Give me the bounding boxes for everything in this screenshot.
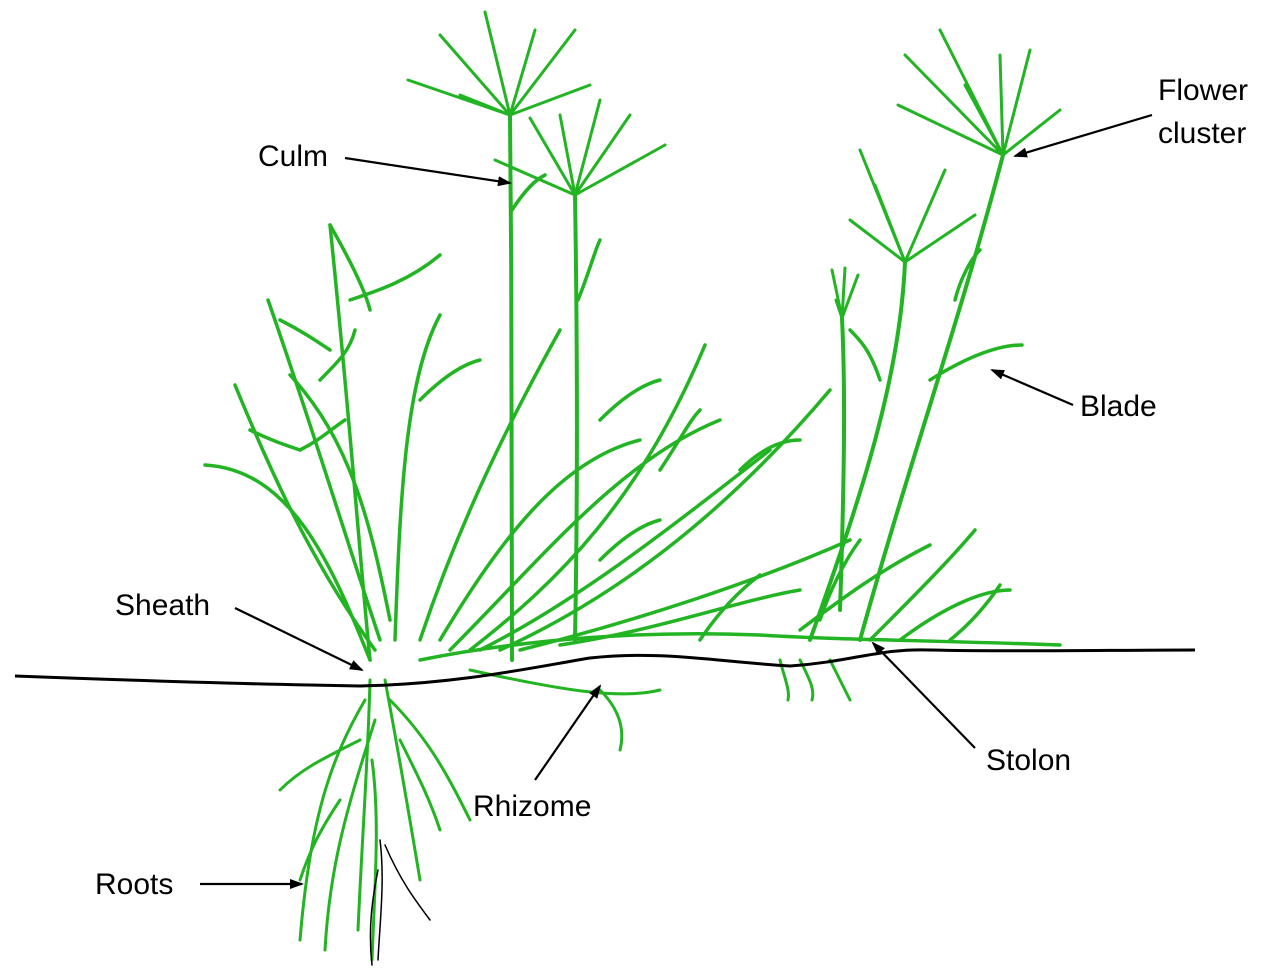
- ground-line: [15, 650, 1195, 686]
- sheath-label: Sheath: [115, 589, 210, 622]
- blade-arrow: [992, 370, 1073, 405]
- culm-label: Culm: [258, 140, 328, 173]
- grass-plant-illustration: [205, 12, 1060, 965]
- flower-clusters: [408, 12, 1060, 318]
- flower-cluster-arrow: [1015, 115, 1152, 156]
- stolon-label: Stolon: [986, 744, 1071, 777]
- roots-label: Roots: [95, 868, 173, 901]
- rhizome-arrow: [535, 686, 600, 780]
- flower-cluster-label-line2: cluster: [1158, 117, 1246, 150]
- sheath-arrow: [235, 608, 362, 670]
- rhizome-label: Rhizome: [473, 790, 591, 823]
- dark-root-strands: [370, 840, 430, 965]
- culm-arrow: [345, 158, 510, 183]
- stolon-runners: [420, 530, 1060, 660]
- blade-label: Blade: [1080, 390, 1157, 423]
- stolon-arrow: [873, 643, 975, 748]
- flower-cluster-label-line1: Flower: [1158, 74, 1248, 107]
